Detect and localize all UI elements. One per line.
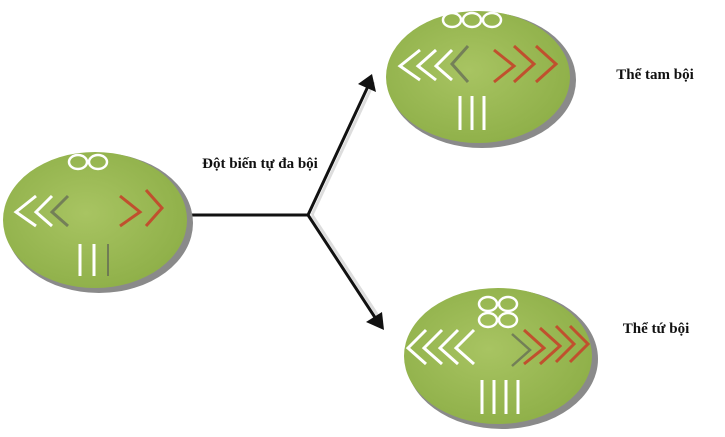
arrow-to-tetraploid: [306, 214, 380, 323]
tetraploid-label: Thể tứ bội: [622, 321, 690, 337]
nucleolus-group: [67, 153, 109, 171]
nucleolus-group: [441, 11, 503, 29]
chromosomes-white-shadow: [449, 45, 470, 83]
chromosomes-white: [405, 328, 476, 366]
cell-diploid: [3, 152, 193, 293]
mutation-arrows: [190, 74, 384, 330]
chromosomes-white: [397, 48, 454, 82]
chromosomes-red: [493, 44, 559, 84]
nucleolus-group: [477, 295, 519, 329]
arrow-to-triploid: [306, 81, 372, 216]
chromosomes-rod: [458, 96, 486, 130]
chromosomes-red: [522, 324, 591, 366]
chromosomes-red-shadow: [511, 333, 532, 367]
chromosomes-white-shadow: [49, 194, 70, 228]
cell-triploid: [386, 11, 576, 148]
chromosomes-white: [13, 194, 54, 228]
chromosomes-red: [119, 189, 165, 228]
chromosomes-rod: [480, 380, 520, 414]
cell-body: [3, 152, 187, 288]
cell-tetraploid: [404, 288, 598, 429]
triploid-label: Thể tam bội: [616, 67, 694, 83]
chromosomes-rod: [78, 244, 96, 276]
arrowhead-up: [358, 74, 376, 92]
arrowhead-down: [366, 312, 384, 330]
cell-body: [386, 11, 570, 143]
cell-body: [404, 288, 592, 424]
process-label: Đột biến tự đa bội: [202, 156, 318, 172]
